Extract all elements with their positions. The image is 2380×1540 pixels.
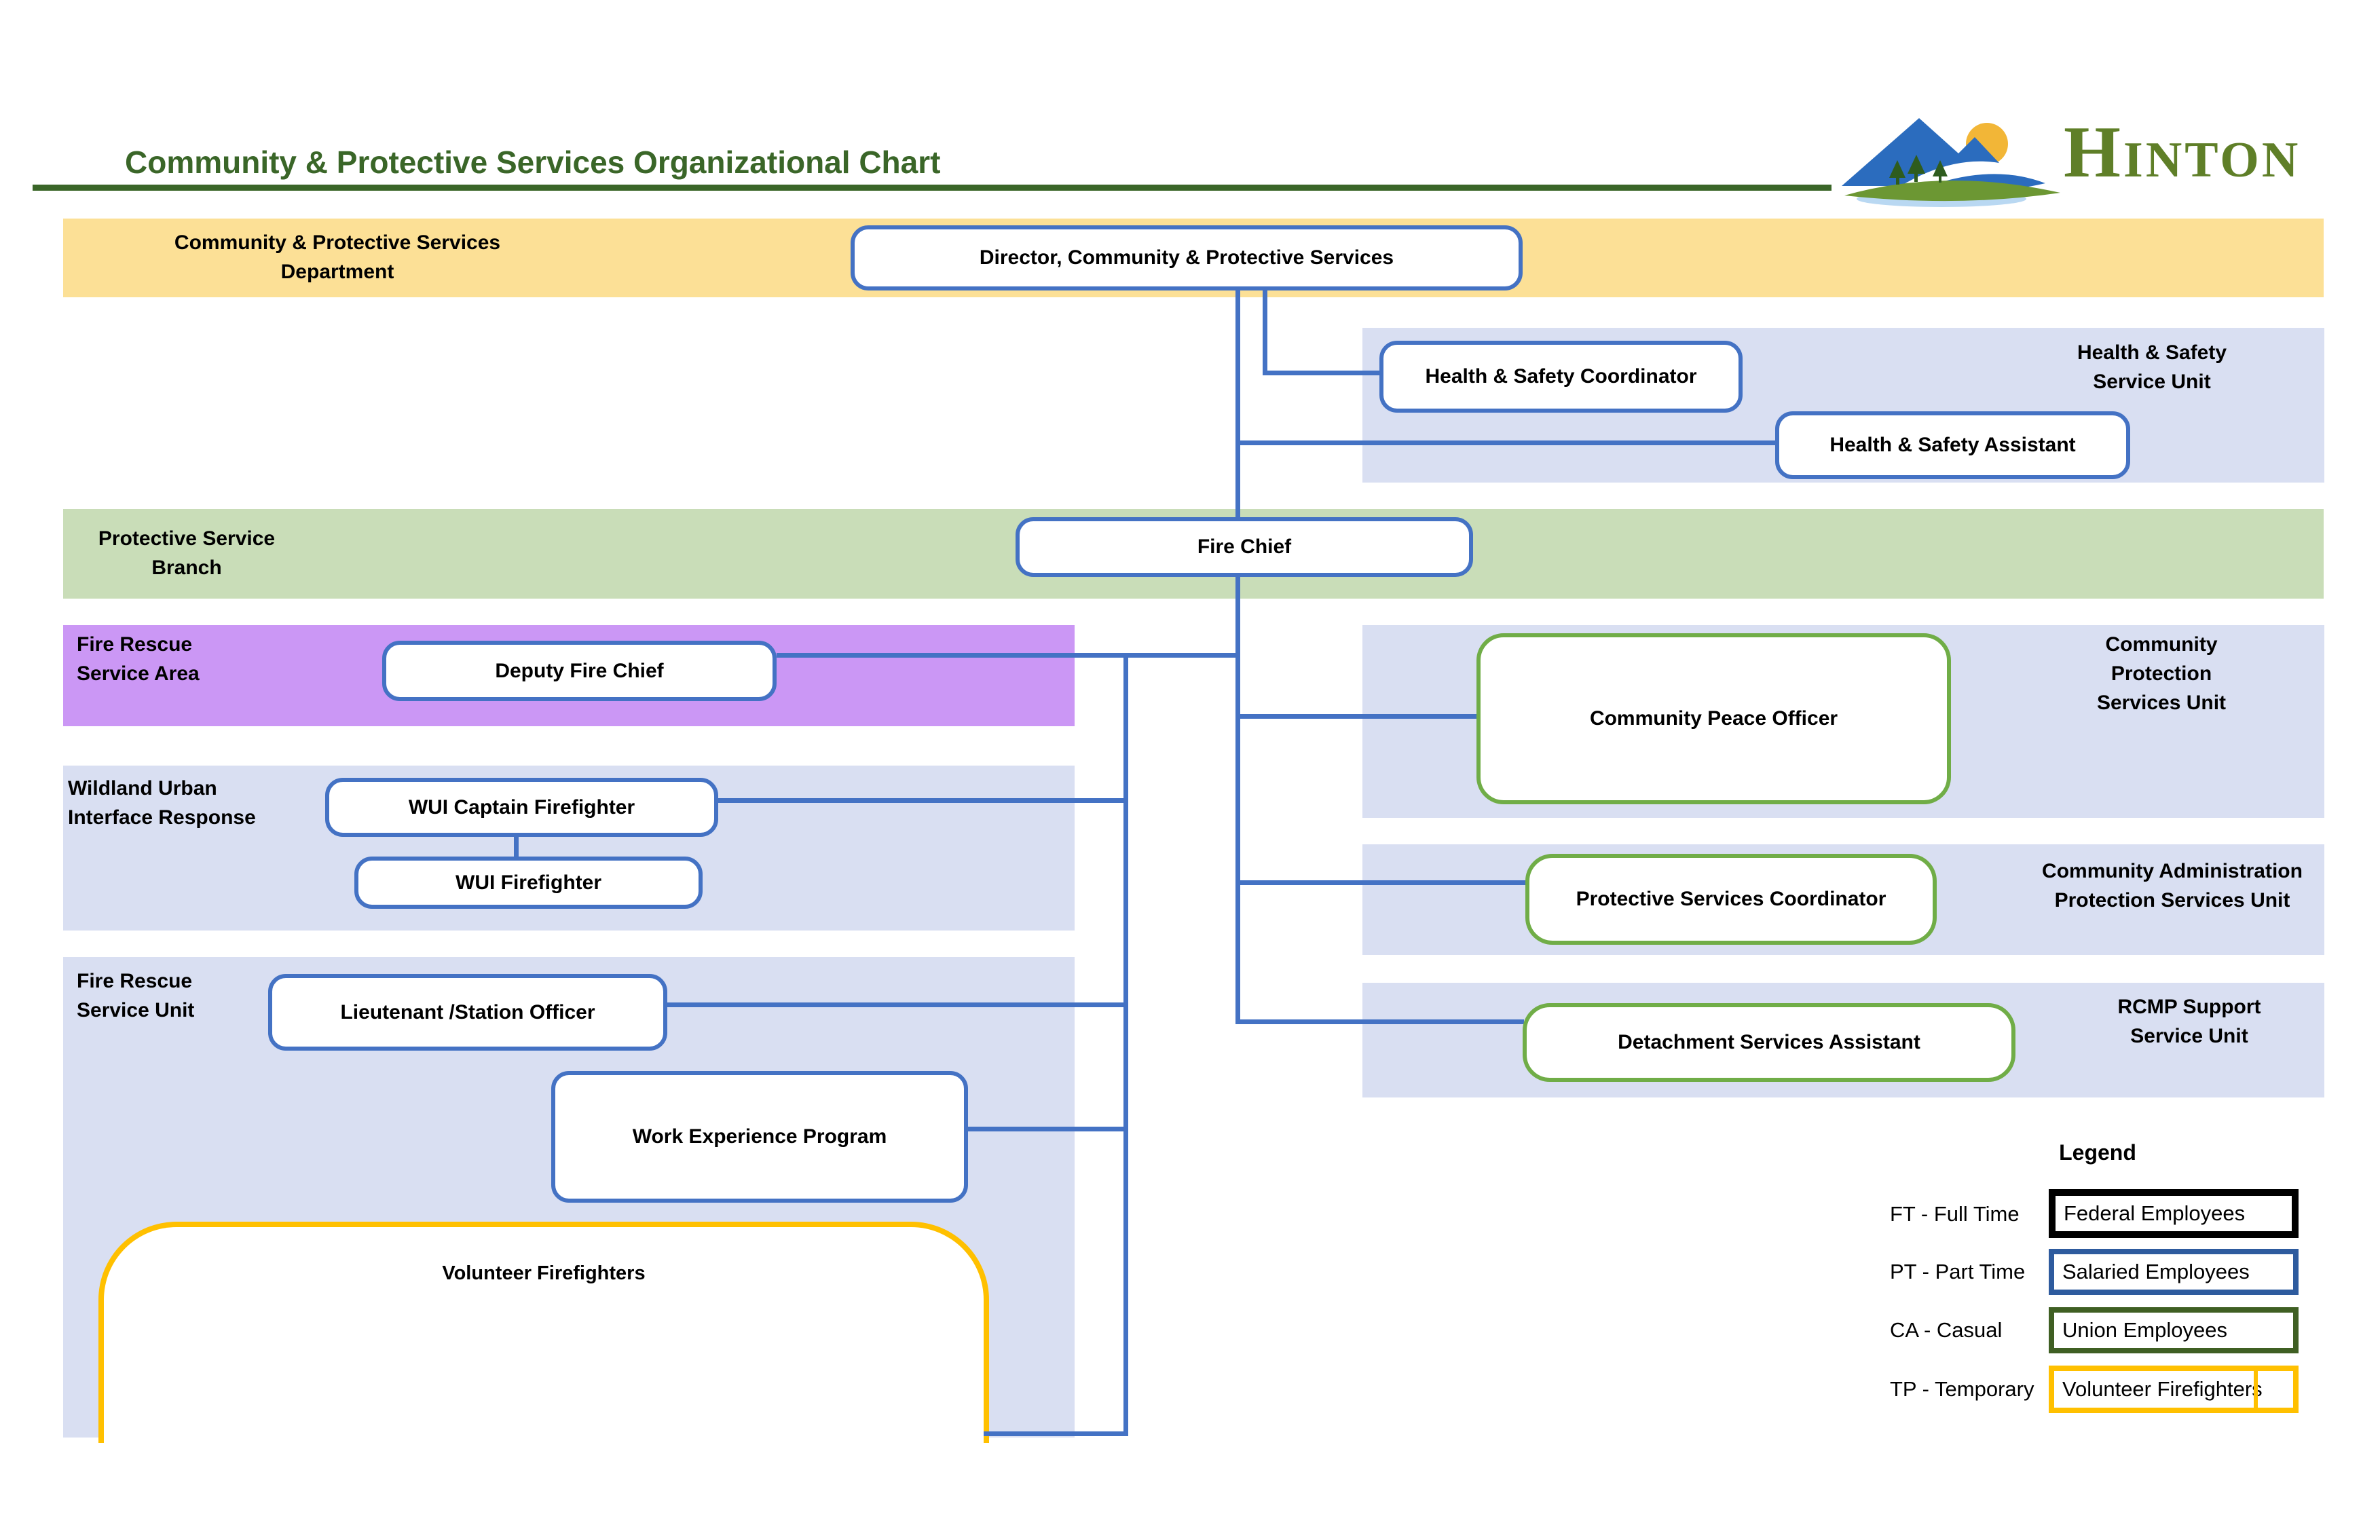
rcmp-support-unit-label: RCMP Support Service Unit: [2117, 996, 2261, 1047]
node-protective-services-coordinator: Protective Services Coordinator: [1525, 854, 1937, 945]
node-wui-firefighter: WUI Firefighter: [354, 857, 703, 909]
node-deputy-fire-chief: Deputy Fire Chief: [382, 641, 777, 701]
node-wui-captain: WUI Captain Firefighter: [325, 778, 718, 837]
node-detachment-services-assistant: Detachment Services Assistant: [1523, 1003, 2015, 1082]
connector: [777, 653, 1240, 658]
node-health-safety-assistant: Health & Safety Assistant: [1775, 411, 2130, 479]
node-volunteer-firefighters: Volunteer Firefighters: [98, 1222, 989, 1443]
legend-box-volunteer-firefighters: Volunteer Firefighters: [2049, 1366, 2299, 1413]
legend-box-salaried-employees: Salaried Employees: [2049, 1249, 2299, 1295]
title-underline: [33, 185, 1832, 191]
connector: [1263, 371, 1381, 375]
legend-abbr-ca: CA - Casual: [1890, 1318, 2003, 1342]
connector: [1235, 1019, 1524, 1024]
hinton-logo: HINTON: [1836, 102, 2311, 210]
hinton-logo-wordmark: HINTON: [2064, 111, 2301, 193]
connector: [1123, 653, 1128, 1436]
connector: [1235, 290, 1240, 517]
protective-branch-label: Protective Service Branch: [98, 527, 276, 579]
fire-rescue-area-label: Fire Rescue Service Area: [77, 633, 200, 685]
community-admin-unit-label: Community Administration Protection Serv…: [2042, 860, 2303, 912]
connector: [1263, 290, 1267, 375]
connector: [1235, 440, 1779, 445]
node-lieutenant-station-officer: Lieutenant /Station Officer: [268, 974, 667, 1051]
connector: [514, 837, 519, 859]
health-safety-unit-label: Health & Safety Service Unit: [2077, 341, 2227, 393]
connector: [984, 1431, 1128, 1436]
connector: [1235, 714, 1480, 719]
wildland-urban-label: Wildland Urban Interface Response: [68, 777, 256, 829]
node-director: Director, Community & Protective Service…: [851, 225, 1523, 290]
connector: [960, 1127, 1126, 1131]
fire-rescue-unit-label: Fire Rescue Service Unit: [77, 970, 195, 1021]
legend-abbr-ft: FT - Full Time: [1890, 1202, 2020, 1226]
community-protection-unit-label: Community Protection Services Unit: [2096, 633, 2227, 714]
connector: [1235, 577, 1240, 1024]
connector: [718, 798, 1126, 803]
legend-abbr-tp: TP - Temporary: [1890, 1377, 2034, 1401]
legend-abbr-pt: PT - Part Time: [1890, 1260, 2026, 1283]
legend-box-federal-employees: Federal Employees: [2049, 1189, 2299, 1238]
connector: [1235, 880, 1527, 885]
legend-box-union-employees: Union Employees: [2049, 1307, 2299, 1353]
page-title: Community & Protective Services Organiza…: [125, 145, 941, 180]
node-fire-chief: Fire Chief: [1016, 517, 1473, 577]
node-community-peace-officer: Community Peace Officer: [1476, 633, 1951, 804]
legend-heading: Legend: [2059, 1140, 2136, 1165]
hinton-logo-mountain-icon: [1842, 118, 2060, 207]
node-work-experience-program: Work Experience Program: [551, 1071, 968, 1203]
legend-box-divider: [2254, 1371, 2258, 1408]
node-health-safety-coordinator: Health & Safety Coordinator: [1379, 341, 1743, 413]
department-band-label: Community & Protective Services Departme…: [174, 231, 501, 283]
connector: [667, 1002, 1126, 1007]
